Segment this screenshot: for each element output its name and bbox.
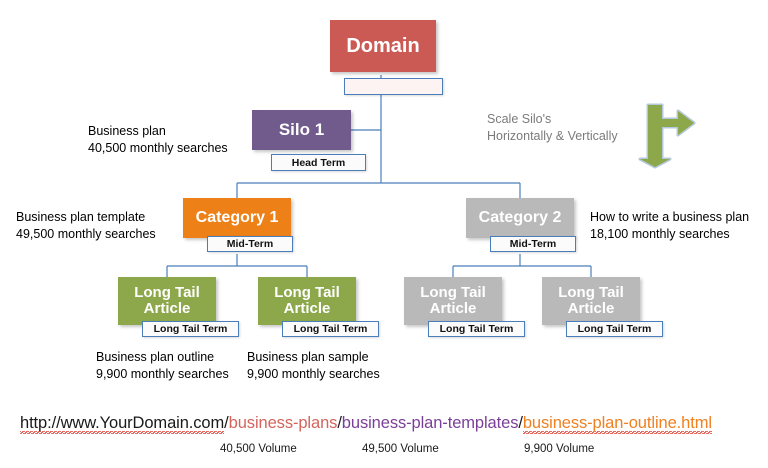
scale-note-line-1: Scale Silo's: [487, 112, 552, 126]
node-article-4-line2: Article: [567, 300, 615, 317]
node-article-3-line2: Article: [429, 300, 477, 317]
annotation-silo-1-keyword: Business plan: [88, 124, 166, 138]
url-example: http://www.YourDomain.com/business-plans…: [20, 414, 712, 434]
annotation-article-2-keyword: Business plan sample: [247, 350, 369, 364]
annotation-category-2-volume: 18,100 monthly searches: [590, 226, 730, 241]
node-silo-1-title: Silo 1: [252, 110, 351, 150]
annotation-category-1-volume: 49,500 monthly searches: [16, 226, 156, 241]
annotation-category-1-keyword: Business plan template: [16, 210, 146, 224]
node-article-2-tag: Long Tail Term: [282, 321, 379, 337]
annotation-silo-1: Business plan 40,500 monthly searches: [88, 123, 228, 156]
node-article-1-line2: Article: [143, 300, 191, 317]
scale-note-line-2: Horizontally & Vertically: [487, 129, 618, 144]
node-category-2-title: Category 2: [466, 198, 574, 238]
annotation-article-1: Business plan outline 9,900 monthly sear…: [96, 349, 229, 382]
node-domain-title: Domain: [330, 20, 436, 72]
url-separator-1: /: [224, 414, 229, 432]
arrow-right-down-icon: [638, 103, 696, 169]
node-article-1-title: Long Tail Article: [118, 277, 216, 325]
node-category-1-title: Category 1: [183, 198, 291, 238]
url-volume-1: 40,500 Volume: [220, 443, 297, 455]
node-article-3-tag: Long Tail Term: [428, 321, 525, 337]
url-volume-3: 9,900 Volume: [524, 443, 595, 455]
url-separator-3: /: [518, 414, 523, 432]
url-segment-subcategory: business-plan-templates: [341, 414, 519, 432]
annotation-article-1-volume: 9,900 monthly searches: [96, 366, 229, 381]
annotation-category-1: Business plan template 49,500 monthly se…: [16, 209, 156, 242]
url-segment-category: business-plans: [228, 414, 338, 432]
url-separator-2: /: [337, 414, 342, 432]
node-silo-1-tag: Head Term: [271, 154, 366, 171]
annotation-silo-1-volume: 40,500 monthly searches: [88, 140, 228, 155]
annotation-article-2-volume: 9,900 monthly searches: [247, 366, 380, 381]
node-category-1-tag: Mid-Term: [207, 236, 293, 252]
node-article-2-line2: Article: [283, 300, 331, 317]
annotation-article-2: Business plan sample 9,900 monthly searc…: [247, 349, 380, 382]
node-article-1-line1: Long Tail: [134, 284, 200, 302]
annotation-category-2: How to write a business plan 18,100 mont…: [590, 209, 749, 242]
node-article-4-line1: Long Tail: [558, 284, 624, 302]
url-segment-domain: http://www.YourDomain.com: [20, 414, 225, 434]
node-article-3-title: Long Tail Article: [404, 277, 502, 325]
annotation-category-2-keyword: How to write a business plan: [590, 210, 750, 224]
node-article-3-line1: Long Tail: [420, 284, 486, 302]
annotation-article-1-keyword: Business plan outline: [96, 350, 215, 364]
node-article-4-title: Long Tail Article: [542, 277, 640, 325]
node-article-2-title: Long Tail Article: [258, 277, 356, 325]
node-article-1-tag: Long Tail Term: [142, 321, 239, 337]
node-article-2-line1: Long Tail: [274, 284, 340, 302]
node-domain-tag: [344, 78, 443, 95]
url-segment-article: business-plan-outline.html: [522, 414, 712, 434]
node-category-2-tag: Mid-Term: [490, 236, 576, 252]
node-article-4-tag: Long Tail Term: [566, 321, 663, 337]
url-volume-2: 49,500 Volume: [362, 443, 439, 455]
scale-note: Scale Silo's Horizontally & Vertically: [487, 111, 618, 146]
